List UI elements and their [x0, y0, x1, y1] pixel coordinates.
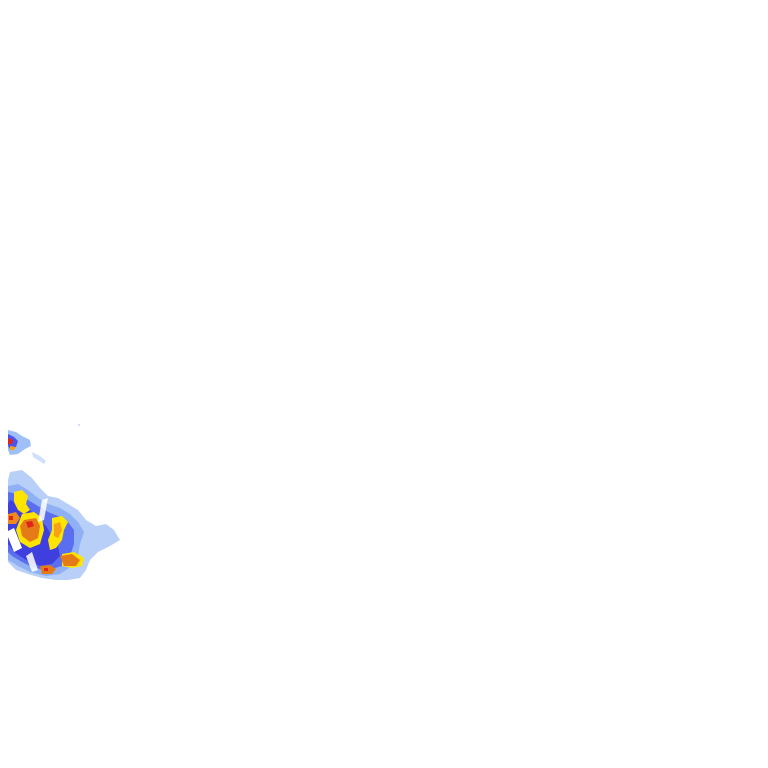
precip-speck	[78, 424, 80, 426]
precip-cell-main	[6, 470, 120, 580]
precip-orange-north	[10, 446, 16, 450]
precip-gap-streak-3	[26, 552, 38, 572]
precip-gap-streak-1	[6, 528, 22, 552]
precip-wisp-north	[32, 452, 46, 464]
precip-orange-south	[60, 554, 80, 566]
precip-blue-north	[8, 434, 18, 449]
precip-cell-north	[8, 430, 46, 464]
precip-orange-center	[20, 518, 40, 542]
precip-red-center	[26, 521, 34, 528]
precip-red-north	[8, 438, 13, 444]
precip-orange-east	[54, 522, 62, 538]
precip-yellow-core-west	[14, 490, 30, 514]
precip-gap-streak-2	[38, 498, 48, 522]
precip-red-west	[9, 516, 13, 520]
precip-red-south	[44, 568, 48, 571]
precip-orange-west	[8, 512, 20, 524]
